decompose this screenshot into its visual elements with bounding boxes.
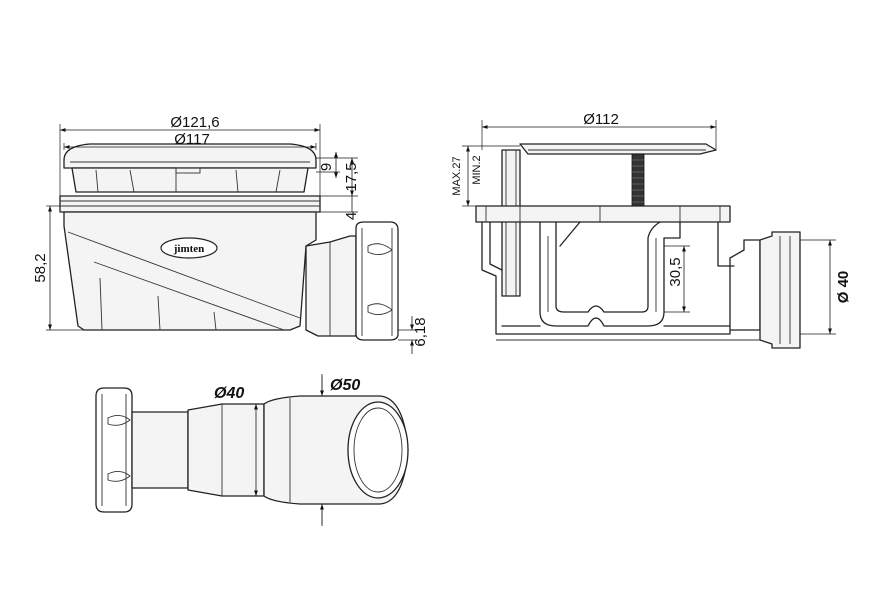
adapter-neck: [131, 411, 189, 489]
adapter-sleeve: [187, 403, 265, 497]
section-view: Ø112 MAX.27 MIN.2 30,5 Ø 40: [451, 111, 852, 349]
drain-body: [63, 211, 317, 331]
dim-outer-diameter: Ø121,6: [170, 114, 219, 131]
section-flange: [475, 205, 731, 223]
dim-adapter-outer: Ø50: [330, 377, 360, 394]
dim-section-width: Ø112: [583, 111, 619, 128]
dim-outlet-offset: 6,18: [412, 317, 429, 346]
dim-body-height: 58,2: [32, 253, 49, 282]
dim-cap-height: 9: [318, 163, 335, 171]
drain-flange: [59, 195, 321, 213]
cap-grille: [71, 167, 309, 193]
adjustment-rod: [631, 153, 645, 213]
adapter-nut: [95, 387, 133, 513]
brand-logo: jimten: [160, 237, 218, 259]
dim-trap-depth: 30,5: [667, 257, 684, 286]
adapter-cup-face: [347, 401, 409, 499]
brand-logo-text: jimten: [173, 243, 205, 255]
dim-flange-thickness: 4: [343, 212, 360, 220]
dim-outlet-diameter: Ø 40: [835, 271, 852, 304]
outlet-pipe: [305, 235, 357, 337]
section-grate: [519, 143, 717, 155]
dim-inner-diameter: Ø117: [174, 131, 210, 148]
outlet-nut: [355, 221, 399, 341]
side-view: jimten Ø121,6 Ø117 9 17,5 4: [32, 114, 429, 354]
dim-adjust-max: MAX.27: [451, 156, 463, 195]
water-trap: [539, 221, 681, 327]
dim-cap-total-height: 17,5: [343, 162, 360, 191]
riser-tube: [501, 149, 521, 297]
dim-adjust-min: MIN.2: [471, 155, 483, 184]
adapter-view: Ø40 Ø50: [95, 374, 409, 526]
dim-adapter-inner: Ø40: [214, 385, 244, 402]
